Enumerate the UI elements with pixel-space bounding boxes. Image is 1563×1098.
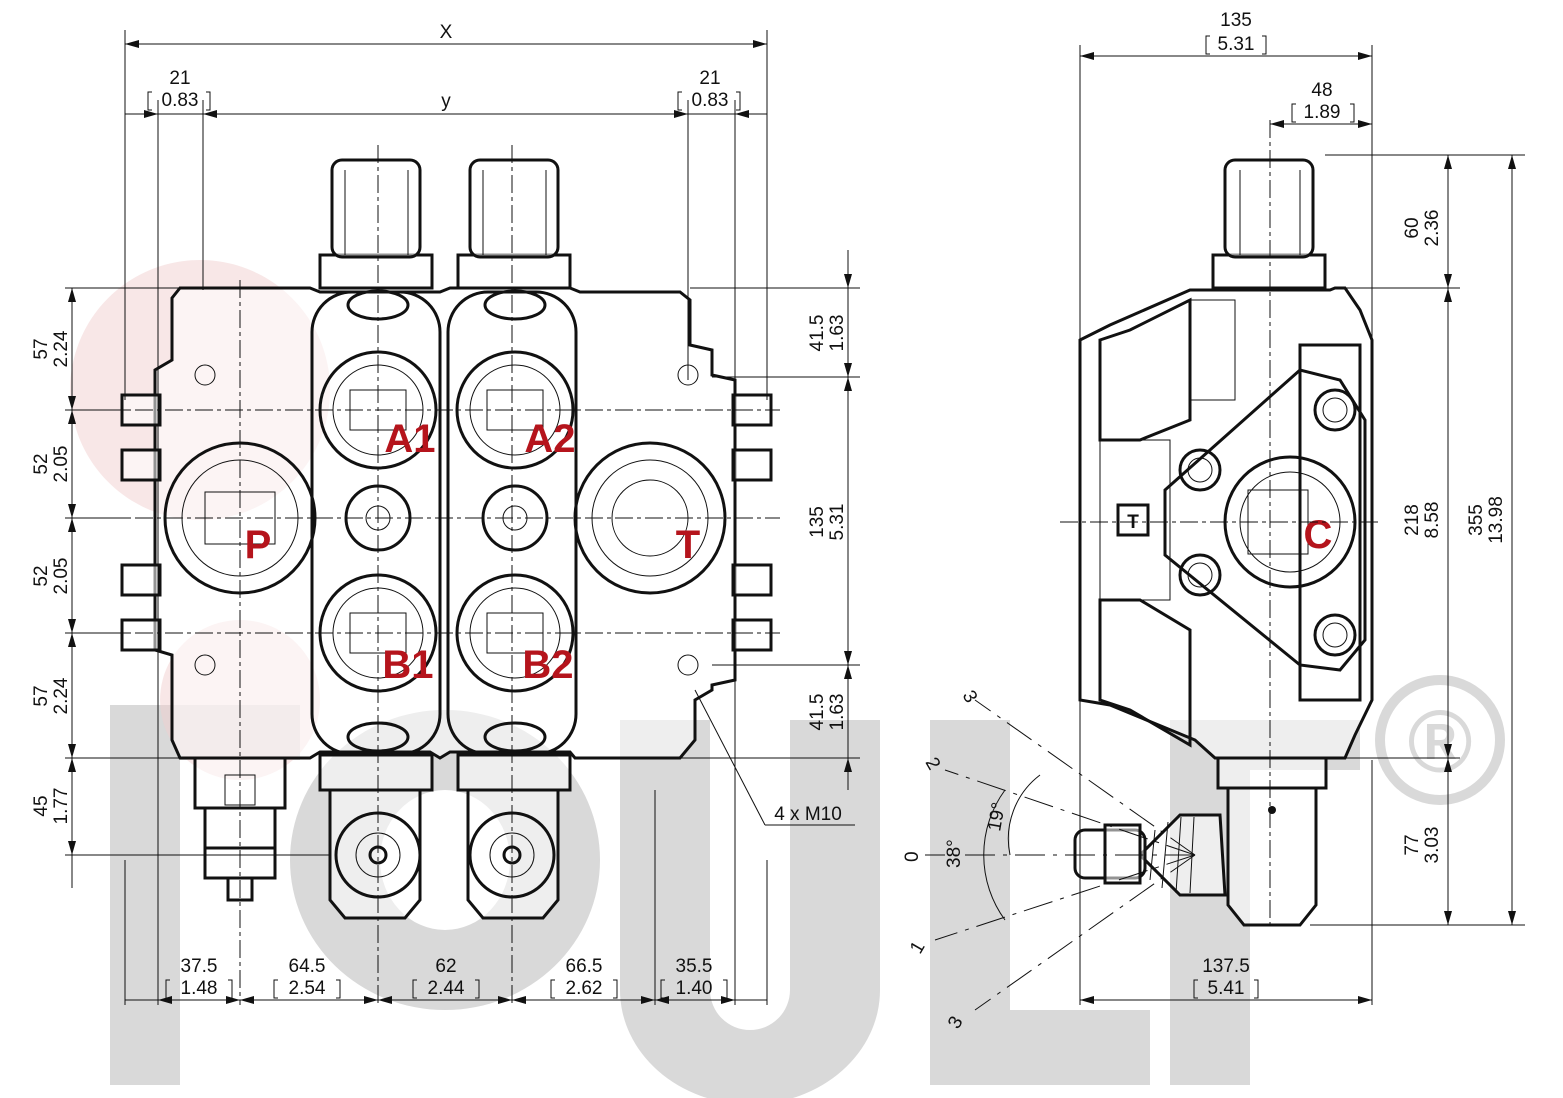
- svg-text:218: 218: [1402, 504, 1423, 536]
- svg-text:2.05: 2.05: [51, 558, 72, 595]
- dim-right-21: 21: [699, 68, 720, 89]
- side-body-dim: 218 8.58: [1402, 502, 1443, 539]
- lever-angle-38: 38°: [944, 839, 965, 868]
- svg-text:37.5: 37.5: [181, 956, 218, 977]
- mid-dim-3: 41.5 1.63: [807, 694, 848, 731]
- side-lever-in: 5.41: [1208, 978, 1245, 999]
- lever-pos-0: 0: [902, 851, 923, 862]
- mid-dim-1: 41.5 1.63: [807, 315, 848, 352]
- dim-left-21: 21: [169, 68, 190, 89]
- port-label-c: C: [1304, 513, 1333, 557]
- bottom-dim-4: 66.5 2.62: [550, 956, 618, 999]
- left-dim-1: 57 2.24: [31, 330, 72, 367]
- side-cap: [1211, 158, 1327, 290]
- svg-text:135: 135: [807, 506, 828, 538]
- side-lever-housing: [1216, 756, 1328, 927]
- port-label-a1: A1: [384, 417, 435, 461]
- left-dim-2: 52 2.05: [31, 446, 72, 483]
- left-dim-4: 57 2.24: [31, 677, 72, 714]
- svg-text:66.5: 66.5: [566, 956, 603, 977]
- lever-pos-1: 1: [906, 938, 929, 958]
- svg-text:3.03: 3.03: [1422, 827, 1443, 864]
- registered-mark: ®: [1408, 692, 1473, 791]
- svg-text:64.5: 64.5: [289, 956, 326, 977]
- bottom-dim-1: 37.5 1.48: [165, 956, 233, 999]
- svg-text:355: 355: [1466, 504, 1487, 536]
- svg-text:2.05: 2.05: [51, 446, 72, 483]
- svg-text:2.24: 2.24: [51, 677, 72, 714]
- front-view: A1 A2 B1 B2 P T: [75, 145, 780, 1005]
- bolt-note: 4 x M10: [774, 804, 842, 825]
- bottom-dim-2: 64.5 2.54: [273, 956, 341, 999]
- port-label-a2: A2: [524, 417, 575, 461]
- svg-text:13.98: 13.98: [1486, 496, 1507, 544]
- front-centerlines: [75, 145, 780, 1005]
- port-label-b1: B1: [382, 643, 433, 687]
- svg-text:1.63: 1.63: [827, 315, 848, 352]
- side-total-dim: 355 13.98: [1466, 496, 1507, 544]
- svg-text:41.5: 41.5: [807, 694, 828, 731]
- tank-port-symbol: [1116, 503, 1150, 537]
- svg-text:41.5: 41.5: [807, 315, 828, 352]
- svg-text:45: 45: [31, 795, 52, 816]
- spool-cap-right: [456, 158, 572, 290]
- left-dim-3: 52 2.05: [31, 558, 72, 595]
- svg-text:60: 60: [1402, 217, 1423, 238]
- svg-text:52: 52: [31, 565, 52, 586]
- side-dimensions: 135 5.31 48 1.89 60 2.36 218 8.58 355 13…: [1079, 10, 1525, 1005]
- dim-x: X: [440, 22, 453, 43]
- port-label-t: T: [676, 523, 700, 567]
- left-dim-5: 45 1.77: [31, 788, 72, 825]
- svg-text:1.48: 1.48: [181, 978, 218, 999]
- svg-text:52: 52: [31, 453, 52, 474]
- side-lever-mm: 137.5: [1202, 956, 1250, 977]
- svg-text:1.40: 1.40: [676, 978, 713, 999]
- lever-angle-19: 19°: [984, 801, 1010, 833]
- side-offset-mm: 48: [1311, 80, 1332, 101]
- svg-text:8.58: 8.58: [1422, 502, 1443, 539]
- port-label-p: P: [245, 523, 272, 567]
- side-top-dim: 60 2.36: [1402, 210, 1443, 247]
- lever-housing-right: [456, 753, 572, 920]
- valve-body-outline: [153, 286, 737, 760]
- bottom-dim-5: 35.5 1.40: [660, 956, 728, 999]
- svg-text:57: 57: [31, 685, 52, 706]
- mid-dim-2: 135 5.31: [807, 504, 848, 541]
- lever-housing-left: [318, 753, 434, 920]
- dim-left-083: 0.83: [162, 90, 199, 111]
- svg-text:35.5: 35.5: [676, 956, 713, 977]
- port-label-b2: B2: [522, 643, 573, 687]
- spool-cap-left: [318, 158, 434, 290]
- svg-text:62: 62: [435, 956, 456, 977]
- side-width-in: 5.31: [1218, 34, 1255, 55]
- dim-y: y: [441, 91, 451, 112]
- side-bottom-dim: 77 3.03: [1402, 827, 1443, 864]
- side-offset-in: 1.89: [1304, 102, 1341, 123]
- dim-right-083: 0.83: [692, 90, 729, 111]
- lever-angle-lines: [925, 699, 1196, 1011]
- svg-text:2.36: 2.36: [1422, 210, 1443, 247]
- front-dimensions: X y 21 0.83 21 0.83 57 2.24 52 2.05: [31, 22, 860, 1005]
- svg-text:5.31: 5.31: [827, 504, 848, 541]
- side-view: T C: [902, 120, 1380, 1033]
- svg-text:2.62: 2.62: [566, 978, 603, 999]
- svg-text:2.24: 2.24: [51, 330, 72, 367]
- svg-text:1.77: 1.77: [51, 788, 72, 825]
- svg-text:2.54: 2.54: [289, 978, 326, 999]
- svg-text:77: 77: [1402, 834, 1423, 855]
- lever-handle: [1073, 813, 1227, 897]
- svg-text:1.63: 1.63: [827, 694, 848, 731]
- bottom-dim-3: 62 2.44: [412, 956, 480, 999]
- side-width-mm: 135: [1220, 10, 1252, 31]
- lever-pos-3-top: 3: [958, 687, 981, 707]
- svg-text:57: 57: [31, 338, 52, 359]
- svg-text:2.44: 2.44: [428, 978, 465, 999]
